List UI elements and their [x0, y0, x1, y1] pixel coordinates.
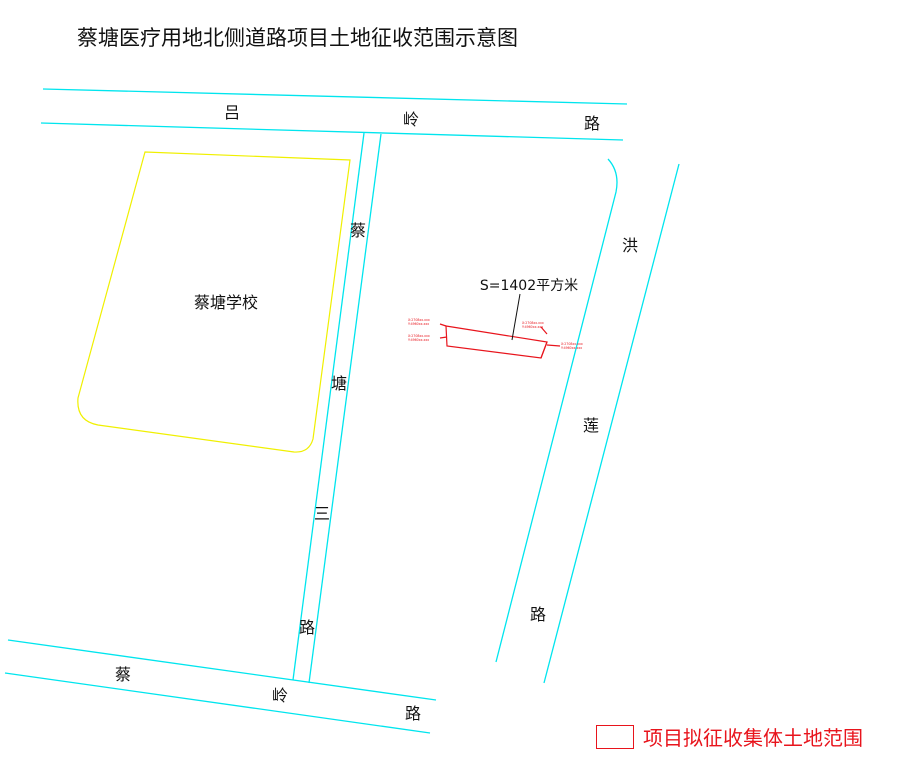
- road-label-char: 岭: [272, 686, 288, 705]
- road-label-char: 莲: [583, 416, 599, 435]
- road-edge-west: [292, 132, 365, 681]
- road-edge-east: [308, 133, 382, 684]
- area-label: S=1402平方米: [480, 278, 578, 294]
- parcel-boundary: [445, 325, 548, 359]
- road-lvling: 吕 岭 路: [40, 88, 628, 141]
- coord-leader: [540, 326, 548, 335]
- coord-x: X:2708xx.xxx: [408, 318, 430, 322]
- coord-leader: [439, 323, 447, 327]
- coord-y: Y:4960xx.xxx: [408, 338, 429, 342]
- road-edge-west: [495, 158, 618, 663]
- school-boundary: [77, 151, 351, 453]
- parcel-edge: [540, 341, 548, 359]
- road-label-char: 蔡: [350, 221, 366, 240]
- road-label-char: 吕: [224, 103, 240, 122]
- coord-y: Y:4960xx.xxx: [522, 325, 543, 329]
- coord-y: Y:4960xx.xxx: [408, 322, 429, 326]
- road-caitangsan: 蔡 塘 三 路: [292, 132, 382, 684]
- legend-swatch: [596, 724, 634, 749]
- road-edge-north: [7, 639, 437, 701]
- area-leader-line: [511, 293, 521, 341]
- road-label-char: 洪: [622, 236, 638, 255]
- coord-y: Y:4960xx.xxx: [561, 346, 582, 350]
- legend-label: 项目拟征收集体土地范围: [643, 726, 863, 750]
- road-label-char: 三: [314, 504, 330, 523]
- road-cailing: 蔡 岭 路: [4, 639, 437, 734]
- road-edge-east: [543, 163, 680, 684]
- road-label-char: 路: [299, 618, 315, 637]
- coord-x: X:2708xx.xxx: [408, 334, 430, 338]
- road-label-char: 蔡: [115, 665, 131, 684]
- road-edge-north: [42, 88, 628, 105]
- road-label-char: 路: [530, 605, 546, 624]
- coord-x: X:2708xx.xxx: [522, 321, 544, 325]
- road-label-char: 路: [584, 114, 600, 133]
- road-label-char: 塘: [331, 374, 347, 393]
- road-label-char: 岭: [403, 110, 419, 129]
- school-area[interactable]: 蔡塘学校: [77, 151, 351, 453]
- parcel[interactable]: S=1402平方米 X:2708xx.xxx Y:4960xx.xxx X:27…: [408, 278, 583, 359]
- coord-leader: [546, 344, 561, 347]
- road-edge-south: [4, 672, 431, 734]
- page-title: 蔡塘医疗用地北侧道路项目土地征收范围示意图: [77, 26, 518, 50]
- coord-x: X:2708xx.xxx: [561, 342, 583, 346]
- legend: 项目拟征收集体土地范围: [596, 722, 863, 751]
- road-label-char: 路: [405, 704, 421, 723]
- coord-leader: [439, 336, 448, 339]
- road-honglian: 洪 莲 路: [495, 158, 680, 684]
- road-edge-south: [40, 122, 624, 141]
- school-label: 蔡塘学校: [194, 293, 258, 312]
